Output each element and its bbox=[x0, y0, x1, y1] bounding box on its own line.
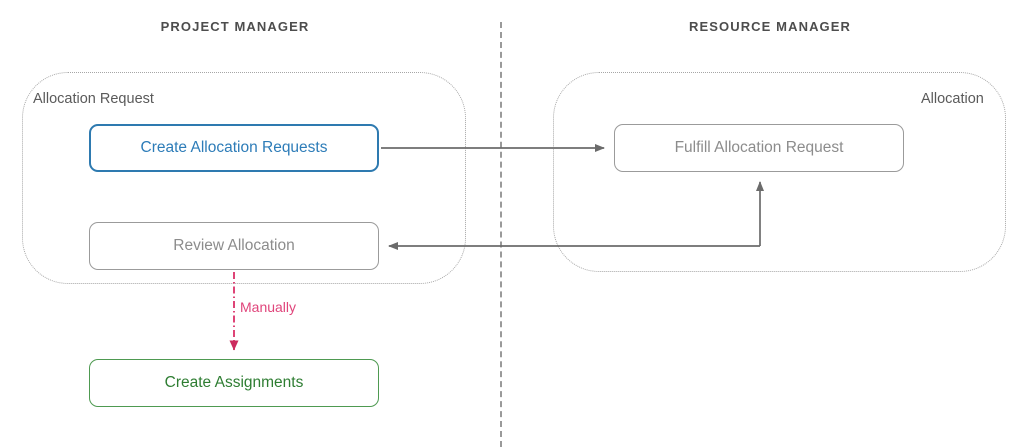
node-label: Fulfill Allocation Request bbox=[674, 139, 844, 157]
swimlane-title-project-manager: PROJECT MANAGER bbox=[160, 19, 310, 34]
swimlane-title-resource-manager: RESOURCE MANAGER bbox=[688, 19, 852, 34]
group-allocation bbox=[553, 72, 1006, 272]
node-fulfill-allocation-request[interactable]: Fulfill Allocation Request bbox=[614, 124, 904, 172]
node-label: Review Allocation bbox=[173, 237, 295, 255]
node-create-assignments[interactable]: Create Assignments bbox=[89, 359, 379, 407]
group-label-allocation: Allocation bbox=[921, 91, 984, 107]
node-label: Create Allocation Requests bbox=[140, 139, 328, 157]
group-label-allocation-request: Allocation Request bbox=[33, 91, 154, 107]
connector-label-manually: Manually bbox=[240, 299, 297, 315]
node-review-allocation[interactable]: Review Allocation bbox=[89, 222, 379, 270]
node-label: Create Assignments bbox=[164, 374, 304, 392]
node-create-allocation-requests[interactable]: Create Allocation Requests bbox=[89, 124, 379, 172]
group-allocation-request bbox=[22, 72, 466, 284]
pool-divider bbox=[500, 22, 502, 447]
